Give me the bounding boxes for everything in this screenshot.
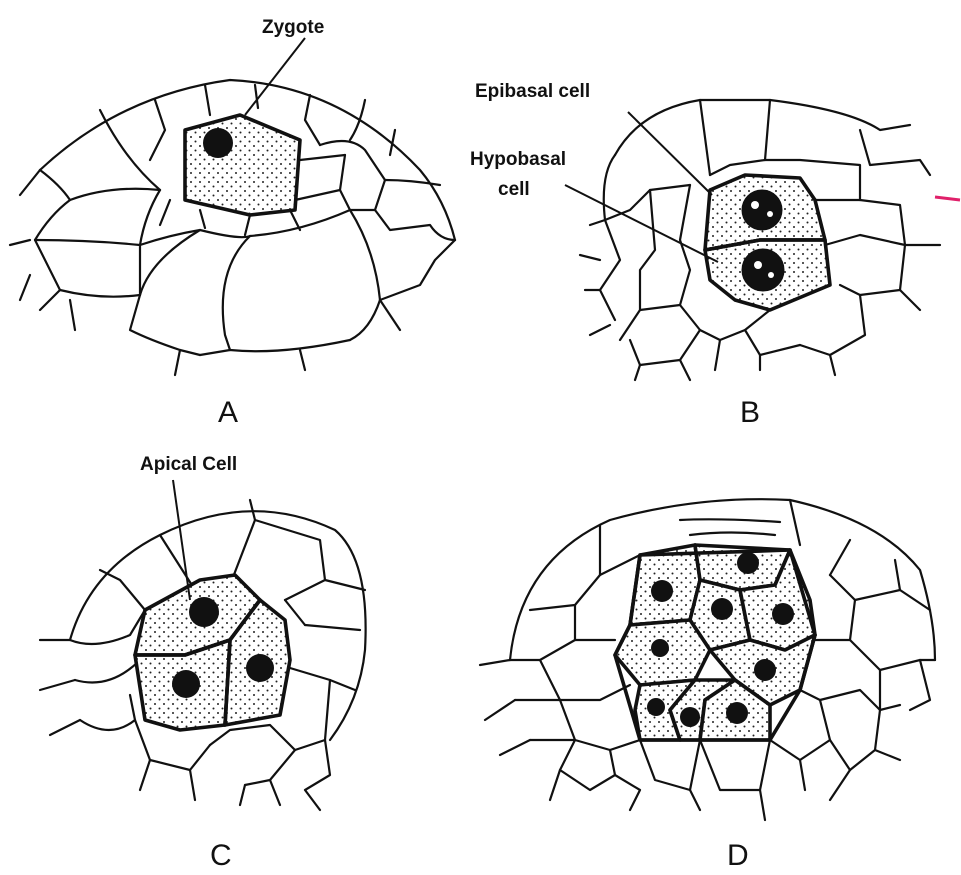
panel-label-d: D (727, 839, 749, 872)
basal-left-nucleus (172, 670, 200, 698)
panel-label-c: C (210, 839, 232, 872)
epibasal-label: Epibasal cell (475, 81, 590, 102)
panel-b-diagram: Epibasal cell Hypobasal cell (470, 81, 960, 380)
pink-mark (935, 197, 960, 200)
panel-a-diagram: Zygote (10, 17, 455, 375)
apical-cell-label: Apical Cell (140, 454, 237, 475)
panel-c-diagram: Apical Cell (40, 454, 366, 810)
epibasal-nucleus (742, 190, 782, 230)
hypobasal-label-line2: cell (498, 179, 530, 200)
zygote-label: Zygote (262, 17, 324, 38)
zygote-nucleus (203, 128, 233, 158)
panel-label-b: B (740, 396, 760, 429)
zygote-cell (185, 115, 300, 215)
proembryo-cluster (615, 545, 815, 740)
panel-label-a: A (218, 396, 238, 429)
hypobasal-nucleus (742, 249, 784, 291)
basal-right-nucleus (246, 654, 274, 682)
panel-d-diagram (480, 499, 935, 820)
hypobasal-label-line1: Hypobasal (470, 149, 566, 170)
apical-nucleus (189, 597, 219, 627)
